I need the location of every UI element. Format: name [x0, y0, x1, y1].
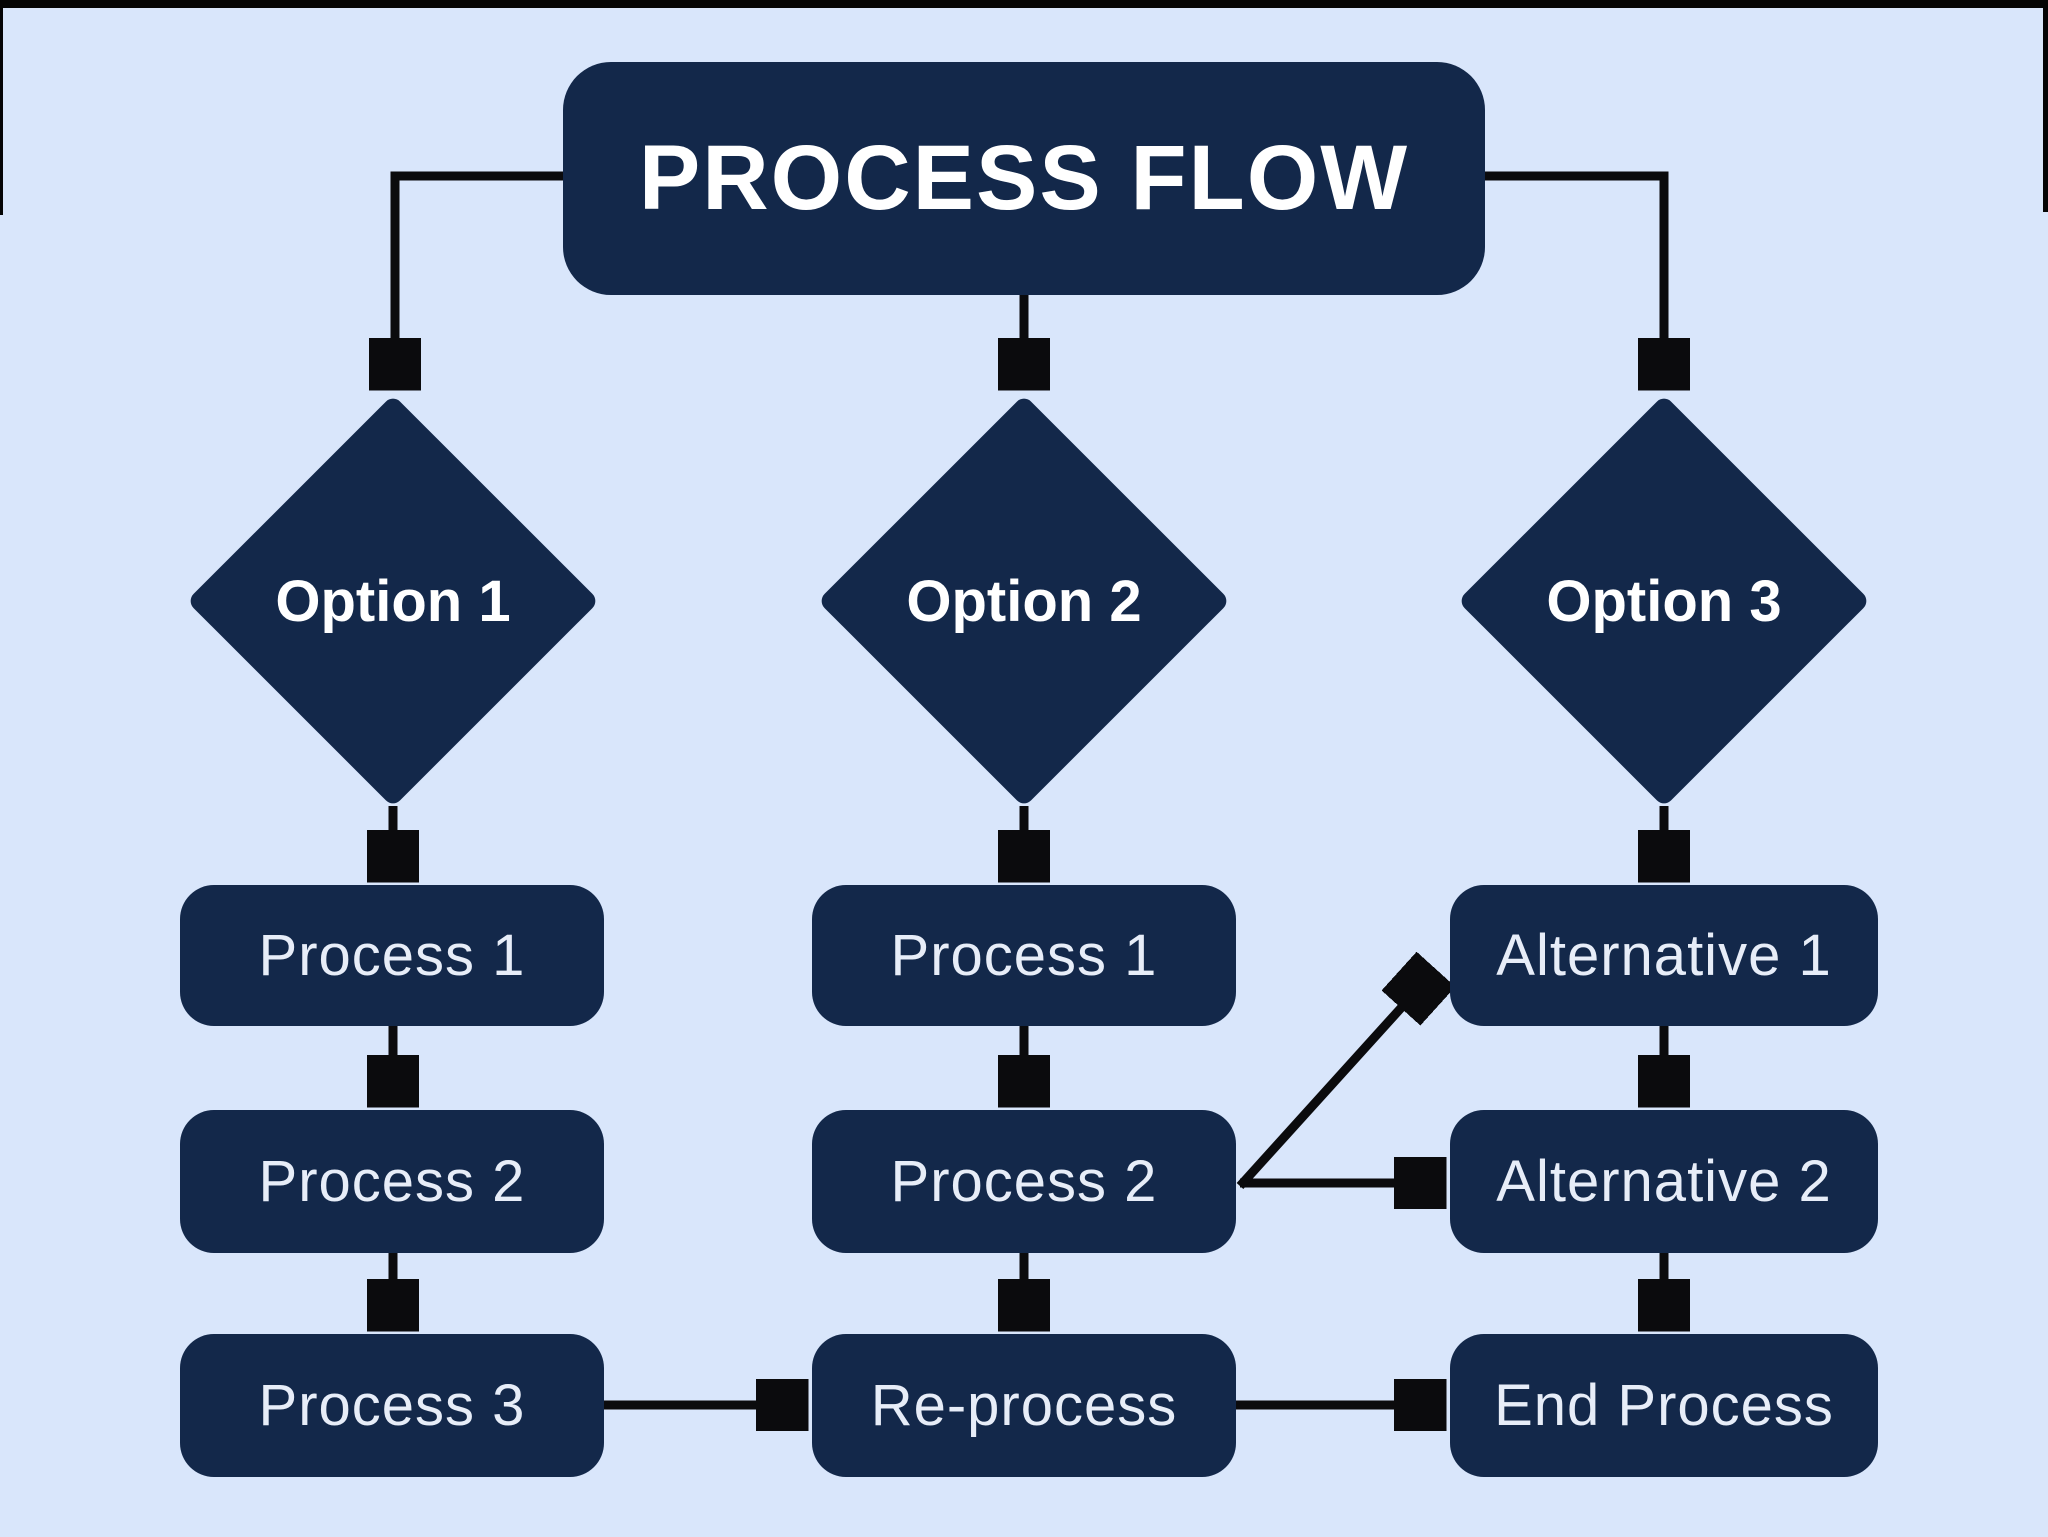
- step-label: Process 3: [258, 1373, 526, 1438]
- step-label: Process 2: [890, 1149, 1158, 1214]
- step-node-alternative-1: Alternative 1: [1450, 885, 1878, 1026]
- step-node-process-2-mid: Process 2: [812, 1110, 1236, 1253]
- step-node-process-1-mid: Process 1: [812, 885, 1236, 1026]
- decision-label-option-2: Option 2: [906, 568, 1142, 634]
- step-node-alternative-2: Alternative 2: [1450, 1110, 1878, 1253]
- decision-label-option-3: Option 3: [1546, 568, 1782, 634]
- connector-title-to-option-3: [1485, 171, 1664, 380]
- step-label: Process 1: [890, 923, 1158, 988]
- step-label: Process 2: [258, 1149, 526, 1214]
- photo-edge-right: [2043, 0, 2048, 212]
- step-label: Process 1: [258, 923, 526, 988]
- step-label: Alternative 1: [1496, 923, 1832, 988]
- step-label: End Process: [1494, 1373, 1834, 1438]
- photo-edge-top: [0, 0, 2048, 8]
- step-label: Alternative 2: [1496, 1149, 1832, 1214]
- step-node-process-1-left: Process 1: [180, 885, 604, 1026]
- title-label: PROCESS FLOW: [638, 127, 1410, 229]
- step-label: Re-process: [870, 1373, 1178, 1438]
- step-node-reprocess: Re-process: [812, 1334, 1236, 1477]
- decision-label-option-1: Option 1: [275, 568, 511, 634]
- title-node: PROCESS FLOW: [563, 62, 1485, 295]
- connector-process2-to-alternative1: [1236, 977, 1429, 1190]
- connector-title-to-option-1: [395, 171, 563, 380]
- step-node-process-2-left: Process 2: [180, 1110, 604, 1253]
- step-node-end-process: End Process: [1450, 1334, 1878, 1477]
- photo-edge-left: [0, 0, 3, 215]
- step-node-process-3-left: Process 3: [180, 1334, 604, 1477]
